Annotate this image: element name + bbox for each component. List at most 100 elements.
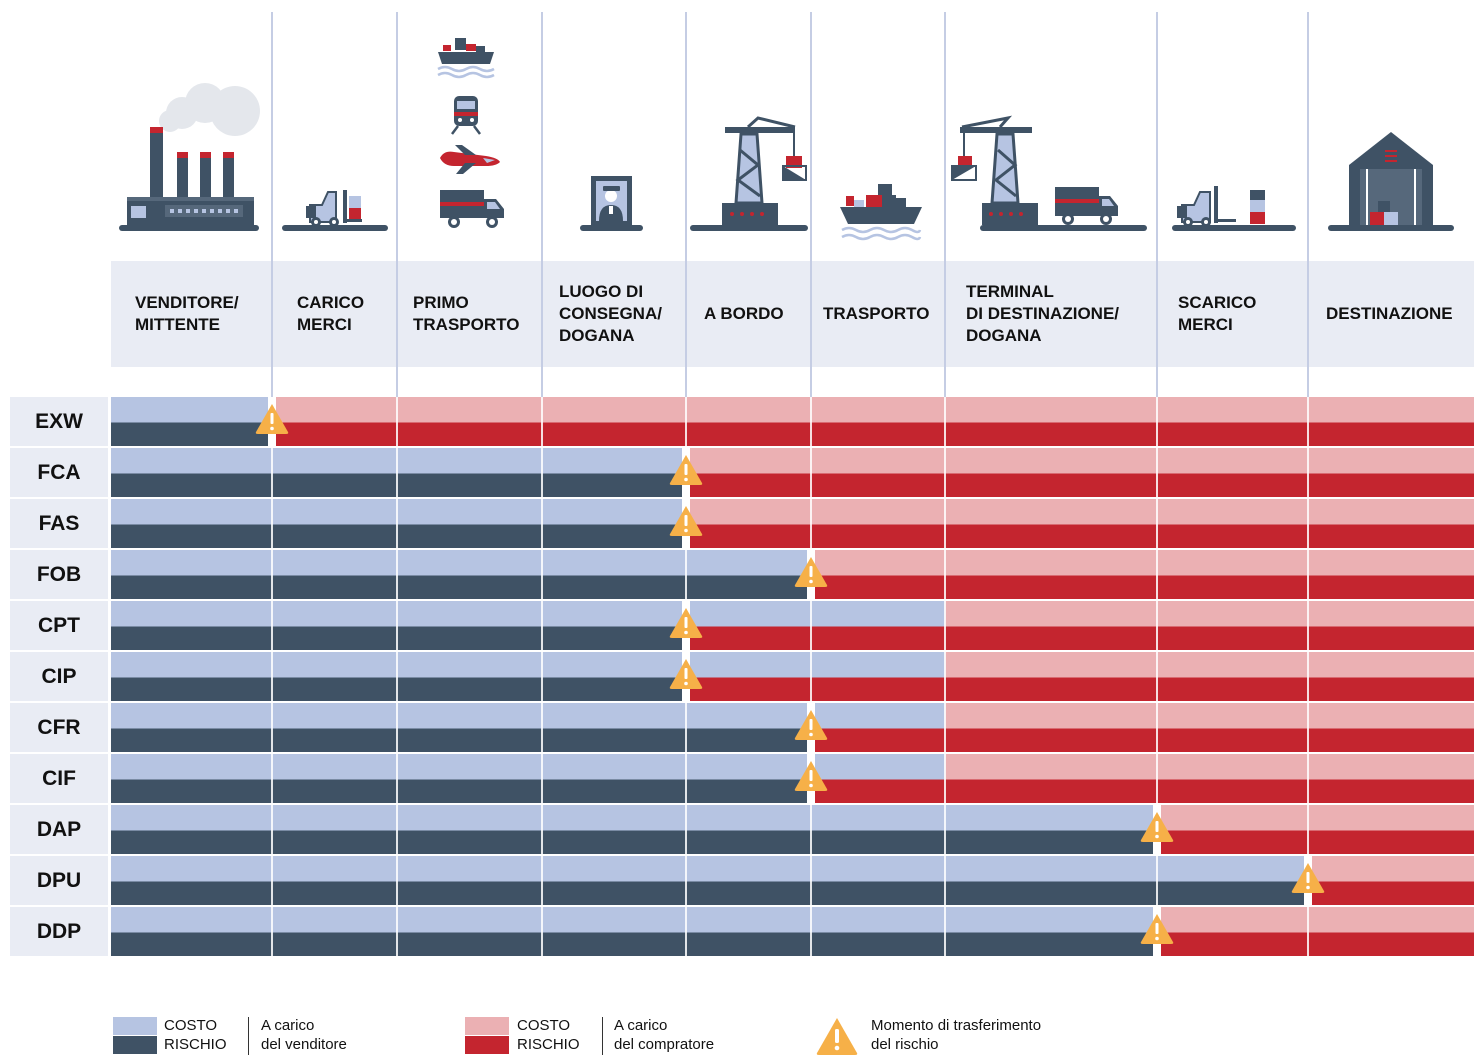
legend-warning-icon bbox=[816, 1018, 858, 1055]
cell-separator bbox=[396, 856, 398, 905]
cell-separator bbox=[1307, 754, 1309, 803]
cell-separator bbox=[271, 550, 273, 599]
cell-separator bbox=[685, 856, 687, 905]
seller-risk-bar bbox=[111, 524, 686, 548]
cell-separator bbox=[944, 907, 946, 956]
legend-transfer-line-2: del rischio bbox=[871, 1036, 939, 1053]
cell-separator bbox=[1307, 703, 1309, 752]
cell-separator bbox=[1156, 601, 1158, 650]
incoterm-label: DAP bbox=[10, 805, 108, 854]
cell-separator bbox=[396, 907, 398, 956]
cell-separator bbox=[541, 448, 543, 497]
cell-separator bbox=[396, 754, 398, 803]
stage-header-band bbox=[111, 261, 1474, 367]
seller-cost-bar bbox=[111, 397, 272, 423]
incoterm-row bbox=[111, 703, 1474, 752]
buyer-cost-bar bbox=[945, 754, 1474, 780]
transport-modes-icon bbox=[437, 38, 504, 228]
seller-cost-bar bbox=[111, 805, 1157, 831]
incoterm-row bbox=[111, 856, 1474, 905]
legend-buyer-desc-1: A carico bbox=[614, 1017, 668, 1034]
buyer-cost-bar bbox=[272, 397, 1474, 423]
buyer-risk-bar bbox=[811, 575, 1474, 599]
cell-separator bbox=[541, 907, 543, 956]
cell-separator bbox=[541, 856, 543, 905]
column-divider bbox=[1156, 12, 1158, 397]
cell-separator bbox=[810, 856, 812, 905]
buyer-risk-bar bbox=[1308, 881, 1474, 905]
cell-separator bbox=[685, 397, 687, 446]
cell-separator bbox=[810, 805, 812, 854]
seller-risk-bar bbox=[111, 881, 1308, 905]
legend-buyer-cost-label: COSTO bbox=[517, 1017, 571, 1034]
cell-separator bbox=[944, 550, 946, 599]
cell-separator bbox=[810, 907, 812, 956]
incoterm-label: DDP bbox=[10, 907, 108, 956]
stage-header: DESTINAZIONE bbox=[1326, 304, 1453, 323]
cell-separator bbox=[944, 805, 946, 854]
header-divider bbox=[685, 261, 687, 367]
cell-separator bbox=[271, 856, 273, 905]
buyer-risk-bar bbox=[1157, 830, 1474, 854]
buyer-risk-bar bbox=[686, 626, 1474, 650]
stage-header: SCARICO MERCI bbox=[1178, 293, 1257, 334]
seller-risk-bar bbox=[111, 422, 272, 446]
cell-separator bbox=[1156, 754, 1158, 803]
cell-separator bbox=[541, 805, 543, 854]
seller-risk-bar bbox=[111, 626, 686, 650]
incoterm-row bbox=[111, 448, 1474, 497]
cell-separator bbox=[271, 907, 273, 956]
legend-buyer-divider bbox=[602, 1017, 603, 1055]
cell-separator bbox=[810, 448, 812, 497]
cell-separator bbox=[1156, 397, 1158, 446]
buyer-cost-bar bbox=[811, 550, 1474, 576]
buyer-cost-bar bbox=[945, 601, 1474, 627]
seller-risk-bar bbox=[111, 575, 811, 599]
seller-cost-bar bbox=[111, 550, 811, 576]
legend-buyer-cost-swatch bbox=[465, 1017, 509, 1035]
column-divider bbox=[810, 12, 812, 397]
seller-cost-bar bbox=[111, 856, 1308, 882]
legend-transfer-line-1: Momento di trasferimento bbox=[871, 1017, 1042, 1034]
cell-separator bbox=[271, 703, 273, 752]
risk-transfer-warning-icon bbox=[794, 710, 828, 740]
column-divider bbox=[541, 12, 543, 397]
risk-transfer-warning-icon bbox=[794, 557, 828, 587]
legend-seller-desc-1: A carico bbox=[261, 1017, 315, 1034]
buyer-cost-bar bbox=[1157, 805, 1474, 831]
cell-separator bbox=[685, 754, 687, 803]
stage-header: A BORDO bbox=[704, 304, 784, 323]
incoterm-row bbox=[111, 397, 1474, 446]
cell-separator bbox=[271, 601, 273, 650]
cell-separator bbox=[396, 397, 398, 446]
buyer-risk-bar bbox=[686, 677, 1474, 701]
forklift-unload-icon bbox=[1172, 186, 1296, 231]
buyer-cost-bar bbox=[945, 652, 1474, 678]
cell-separator bbox=[1307, 499, 1309, 548]
cell-separator bbox=[685, 550, 687, 599]
cell-separator bbox=[685, 703, 687, 752]
cell-separator bbox=[1307, 652, 1309, 701]
cell-separator bbox=[541, 499, 543, 548]
incoterm-row bbox=[111, 550, 1474, 599]
seller-cost-bar bbox=[111, 499, 686, 525]
stage-icons bbox=[119, 38, 1454, 241]
column-divider bbox=[396, 12, 398, 397]
buyer-risk-bar bbox=[686, 473, 1474, 497]
header-divider bbox=[1156, 261, 1158, 367]
legend-seller-risk-label: RISCHIO bbox=[164, 1036, 227, 1053]
buyer-risk-bar bbox=[272, 422, 1474, 446]
incoterm-row bbox=[111, 754, 1474, 803]
cell-separator bbox=[944, 856, 946, 905]
legend-seller-risk-swatch bbox=[113, 1036, 157, 1054]
column-divider bbox=[271, 12, 273, 397]
incoterm-label: DPU bbox=[10, 856, 108, 905]
seller-risk-bar bbox=[111, 677, 686, 701]
risk-transfer-warning-icon bbox=[794, 761, 828, 791]
cell-separator bbox=[396, 703, 398, 752]
stage-header: CARICO MERCI bbox=[297, 293, 365, 334]
cell-separator bbox=[1156, 499, 1158, 548]
cell-separator bbox=[541, 397, 543, 446]
